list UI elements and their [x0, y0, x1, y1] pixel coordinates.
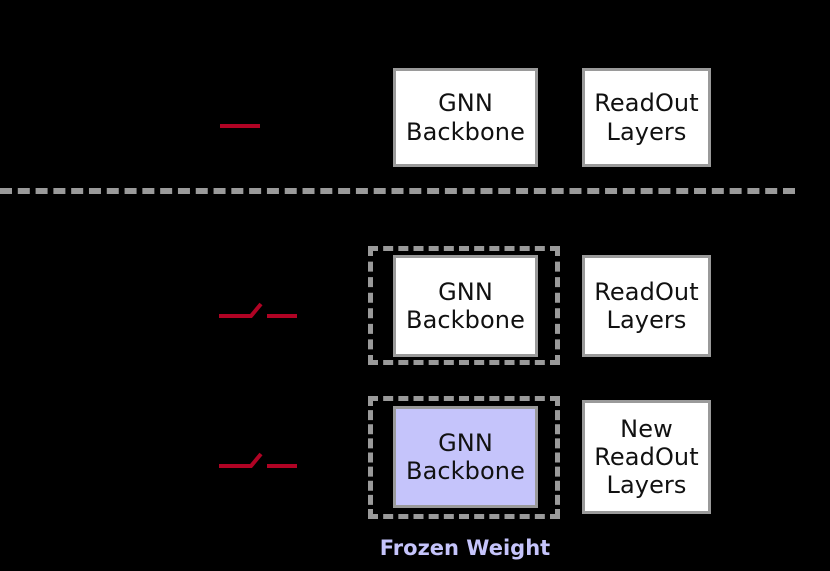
molecule-bond-single-icon [218, 118, 266, 134]
gnn-backbone-box-finetune[interactable]: GNN Backbone [393, 255, 538, 357]
new-readout-layers-box[interactable]: New ReadOut Layers [582, 400, 711, 514]
molecule-bond-zigzag-icon-finetune [215, 300, 301, 326]
frozen-frame-frozen [368, 396, 560, 519]
stage-divider [0, 188, 795, 194]
readout-layers-box-finetune[interactable]: ReadOut Layers [582, 255, 711, 357]
gnn-backbone-box-frozen[interactable]: GNN Backbone [393, 406, 538, 508]
frozen-weight-caption: Frozen Weight [379, 536, 551, 560]
frozen-frame-finetune [368, 246, 560, 365]
molecule-bond-zigzag-icon-frozen [215, 450, 301, 476]
gnn-backbone-box-pretrain[interactable]: GNN Backbone [393, 68, 538, 167]
readout-layers-box-pretrain[interactable]: ReadOut Layers [582, 68, 711, 167]
